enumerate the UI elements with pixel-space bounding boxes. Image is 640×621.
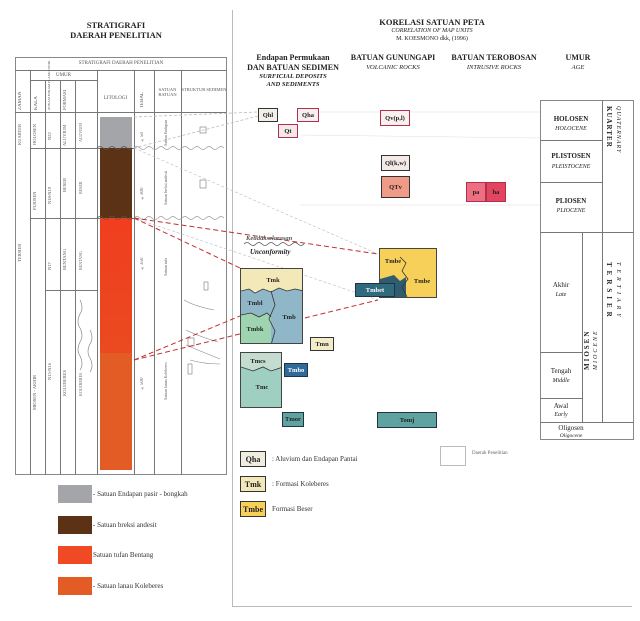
age-column — [540, 100, 634, 440]
left-legend-label-1: - Satuan Endapan pasir - bongkah — [93, 490, 188, 498]
unit-tmbe-a: Tmbe — [384, 257, 402, 265]
left-legend-swatch-2 — [58, 516, 92, 534]
left-panel: STRATIGRAFI DAERAH PENELITIAN STRATIGRAF… — [0, 0, 232, 621]
unit-tmor: Tmor — [282, 412, 304, 427]
strat-table — [15, 57, 227, 475]
study-area-box — [440, 446, 466, 466]
left-title-2: DAERAH PENELITIAN — [70, 30, 162, 40]
unit-tmbk: Tmbk — [246, 325, 264, 333]
col1-title-1: Endapan Permukaan — [256, 53, 330, 62]
age-oligosen: Oligosen — [558, 424, 584, 432]
col1-sub-1: SURFICIAL DEPOSITS — [259, 73, 327, 80]
age-early: Early — [554, 412, 568, 418]
right-legend-label-1: : Aluvium dan Endapan Pantai — [272, 455, 358, 463]
unit-tmn: Tmn — [310, 337, 334, 351]
col2-sub: VOLCANIC ROCKS — [366, 64, 420, 71]
unit-qvpl: Qv(p,l) — [380, 110, 410, 126]
header-satuan: SATUAN BATUAN — [158, 87, 177, 97]
unit-qha: Qha — [297, 108, 319, 122]
age-quaternary: QUATERNARY — [615, 106, 621, 154]
tmk-block: Tmk Tmbl Tmb Tmbk — [240, 268, 303, 344]
unit-pa: pa — [466, 182, 486, 202]
age-miosen: MIOSEN — [583, 329, 591, 370]
col1-title-2: DAN BATUAN SEDIMEN — [247, 63, 339, 72]
left-legend-swatch-1 — [58, 485, 92, 503]
left-title-1: STRATIGRAFI — [86, 20, 146, 30]
lithology-column — [100, 117, 132, 470]
age-plistosen: PLISTOSEN — [551, 152, 591, 160]
unconformity-id: Ketidakselarasan — [246, 235, 293, 242]
age-tersier: TERSIER — [605, 262, 613, 321]
age-kuarter: KUARTER — [605, 106, 613, 148]
unit-tmc: Tmc — [255, 383, 269, 391]
lith-koleberes — [100, 353, 132, 470]
right-panel — [232, 10, 632, 607]
col1-sub-2: AND SEDIMENTS — [266, 81, 320, 88]
right-legend-label-2: : Formasi Koleberes — [272, 480, 329, 488]
right-legend-code-3: Tmbe — [240, 501, 266, 517]
lith-bentang — [100, 218, 132, 353]
col4-sub: AGE — [571, 64, 585, 71]
left-legend-swatch-3 — [58, 546, 92, 564]
unit-tmk: Tmk — [266, 276, 280, 284]
lith-aluvium — [100, 117, 132, 148]
age-pliocene: PLIOCENE — [556, 208, 586, 214]
age-tertiary: TERTIARY — [615, 262, 621, 321]
unit-tmb: Tmb — [282, 313, 296, 321]
right-legend-code-2: Tmk — [240, 476, 266, 492]
age-holocene: HOLOCENE — [555, 126, 587, 132]
unit-tmbet: Tmbet — [355, 283, 395, 297]
unit-tmbo: Tmbo — [284, 363, 308, 377]
unconformity-waves — [77, 126, 225, 375]
age-awal: Awal — [553, 402, 569, 410]
unit-tmbl: Tmbl — [247, 299, 263, 307]
unit-tomj: Tomj — [377, 412, 437, 428]
left-legend-swatch-4 — [58, 577, 92, 595]
header-umur: UMUR — [55, 73, 71, 78]
col3-sub: INTRUSIVE ROCKS — [466, 64, 522, 71]
header-struktur: STRUKTUR SEDIMEN — [181, 87, 227, 92]
age-pleistocene: PLEISTOCENE — [551, 164, 591, 170]
unconformity-en: Unconformity — [250, 248, 291, 256]
left-legend-label-3: Satuan tufan Bentang — [93, 551, 154, 559]
col4-title: UMUR — [565, 53, 591, 62]
unit-ha: ha — [486, 182, 506, 202]
age-late: Late — [555, 292, 567, 298]
right-subtitle: CORRELATION OF MAP UNITS — [391, 28, 473, 34]
lith-beser — [100, 148, 132, 218]
age-oligocene: Oligocene — [559, 433, 583, 439]
unit-qhl: Qhl — [258, 108, 278, 122]
age-holosen: HOLOSEN — [553, 115, 589, 123]
col2-title: BATUAN GUNUNGAPI — [350, 53, 436, 62]
unit-qt: Qt — [278, 124, 298, 138]
table-title: STRATIGRAFI DAERAH PENELITIAN — [78, 61, 164, 66]
age-miocene: MIOCENE — [593, 329, 599, 370]
header-litologi: LITOLOGI — [103, 96, 128, 101]
unit-tmcs: Tmcs — [250, 357, 266, 365]
unit-tmbe-b: Tmbe — [413, 277, 431, 285]
left-legend-label-2: - Satuan breksi andesit — [93, 521, 157, 529]
left-legend-label-4: - Satuan lanau Koleberes — [93, 582, 164, 590]
tmc-block: Tmcs Tmc — [240, 352, 282, 408]
right-title: KORELASI SATUAN PETA — [379, 17, 485, 27]
unit-qtv: QTv — [381, 176, 410, 198]
age-pliosen: PLIOSEN — [555, 197, 587, 205]
col3-title: BATUAN TEROBOSAN — [451, 53, 537, 62]
study-area-label: Daerah Penelitian — [472, 451, 508, 456]
right-legend-code-1: Qha — [240, 451, 266, 467]
age-tengah: Tengah — [550, 367, 572, 375]
unit-qlkw: Ql(k,w) — [381, 155, 410, 171]
right-legend-label-3: Formasi Beser — [272, 505, 313, 513]
age-middle: Middle — [552, 378, 570, 384]
age-akhir: Akhir — [552, 281, 570, 289]
right-author: M. KOESMONO dkk, (1996) — [396, 36, 468, 42]
